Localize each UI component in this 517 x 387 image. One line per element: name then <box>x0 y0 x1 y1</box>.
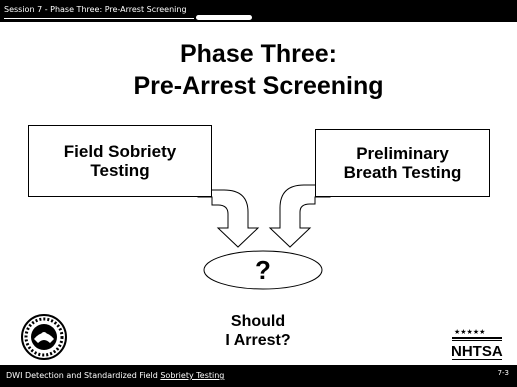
dot-seal-logo <box>21 314 67 360</box>
footer-text-main: DWI Detection and Standardized Field <box>6 371 161 380</box>
decision-oval <box>203 250 323 290</box>
left-box-line-1: Field Sobriety <box>63 142 177 161</box>
footer-bar: DWI Detection and Standardized Field Sob… <box>0 365 517 387</box>
right-arrow <box>268 184 331 248</box>
header-swoosh <box>196 15 252 20</box>
preliminary-breath-testing-box: Preliminary Breath Testing <box>315 129 490 197</box>
question-line-2: I Arrest? <box>225 332 291 349</box>
svg-text:★★★★★: ★★★★★ <box>454 328 485 336</box>
question-mark: ? <box>255 255 271 285</box>
footer-text: DWI Detection and Standardized Field Sob… <box>6 371 224 380</box>
left-arrow <box>197 189 260 248</box>
session-label: Session 7 - Phase Three: Pre-Arrest Scre… <box>4 5 187 14</box>
left-box-line-2: Testing <box>90 161 150 180</box>
title-line-2: Pre-Arrest Screening <box>133 72 384 100</box>
right-box-line-1: Preliminary <box>356 144 449 163</box>
slide-title: Phase Three: Pre-Arrest Screening <box>0 38 517 102</box>
header-underline <box>4 18 194 19</box>
question-line-1: Should <box>230 313 286 330</box>
decision-question: Should I Arrest? <box>200 312 316 350</box>
title-line-1: Phase Three: <box>179 40 337 68</box>
header-bar: Session 7 - Phase Three: Pre-Arrest Scre… <box>0 0 517 22</box>
field-sobriety-testing-box: Field Sobriety Testing <box>28 125 212 197</box>
nhtsa-logo: ★★★★★ NHTSA <box>451 328 503 360</box>
nhtsa-wordmark: NHTSA <box>451 343 503 360</box>
page-number: 7-3 <box>497 369 509 377</box>
footer-text-underlined: Sobriety Testing <box>160 371 225 380</box>
right-box-line-2: Breath Testing <box>343 163 462 182</box>
